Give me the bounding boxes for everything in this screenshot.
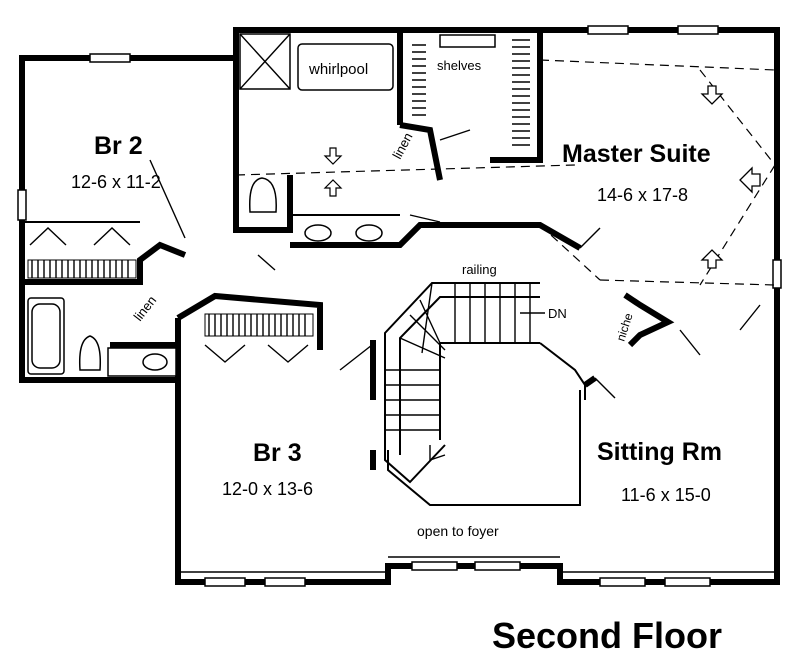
room-names: Br 2 12-6 x 11-2 Master Suite 14-6 x 17-…: [71, 132, 722, 505]
shelves-label: shelves: [437, 58, 482, 73]
up-arrow-icon: [700, 249, 724, 269]
whirlpool-label: whirlpool: [308, 61, 368, 78]
linen-hall-label: linen: [131, 293, 160, 324]
down-arrow-icon: [700, 85, 724, 105]
br2-sink: [142, 353, 168, 371]
master-sink-1: [304, 224, 332, 242]
niche-label: niche: [614, 311, 636, 343]
floor-arrows: [323, 85, 761, 269]
down-arrow-small-icon: [323, 147, 343, 165]
left-arrow-icon: [739, 166, 761, 194]
room-dims-sitting-rm: 11-6 x 15-0: [621, 485, 711, 505]
br3-closet-hatch: [204, 313, 314, 337]
room-name-sitting-rm: Sitting Rm: [597, 438, 722, 466]
staircase: [384, 282, 586, 506]
wic-shelves-hatch: [412, 34, 530, 146]
br2-closet-hatch: [27, 259, 137, 279]
dn-label: DN: [548, 306, 567, 321]
open-to-foyer-label: open to foyer: [417, 523, 499, 539]
linen-master-label: linen: [389, 130, 415, 161]
room-name-master-suite: Master Suite: [562, 140, 711, 168]
up-arrow-small-icon: [323, 179, 343, 197]
room-dims-br3: 12-0 x 13-6: [222, 479, 313, 499]
doors: [29, 129, 761, 399]
room-name-br2: Br 2: [94, 132, 143, 160]
whirlpool-tub: [297, 43, 394, 91]
plan-title: Second Floor: [492, 615, 722, 656]
windows: [17, 25, 782, 587]
room-name-br3: Br 3: [253, 439, 302, 467]
room-dims-master-suite: 14-6 x 17-8: [597, 185, 688, 205]
master-sink-2: [355, 224, 383, 242]
interior-walls: [22, 30, 675, 470]
closet-rods: [27, 34, 530, 337]
room-dims-br2: 12-6 x 11-2: [71, 172, 161, 192]
fixtures: [27, 33, 394, 377]
br2-toilet: [78, 335, 102, 371]
railing-label: railing: [462, 262, 497, 277]
ceiling-dashes: [235, 59, 776, 286]
master-toilet: [249, 177, 277, 213]
